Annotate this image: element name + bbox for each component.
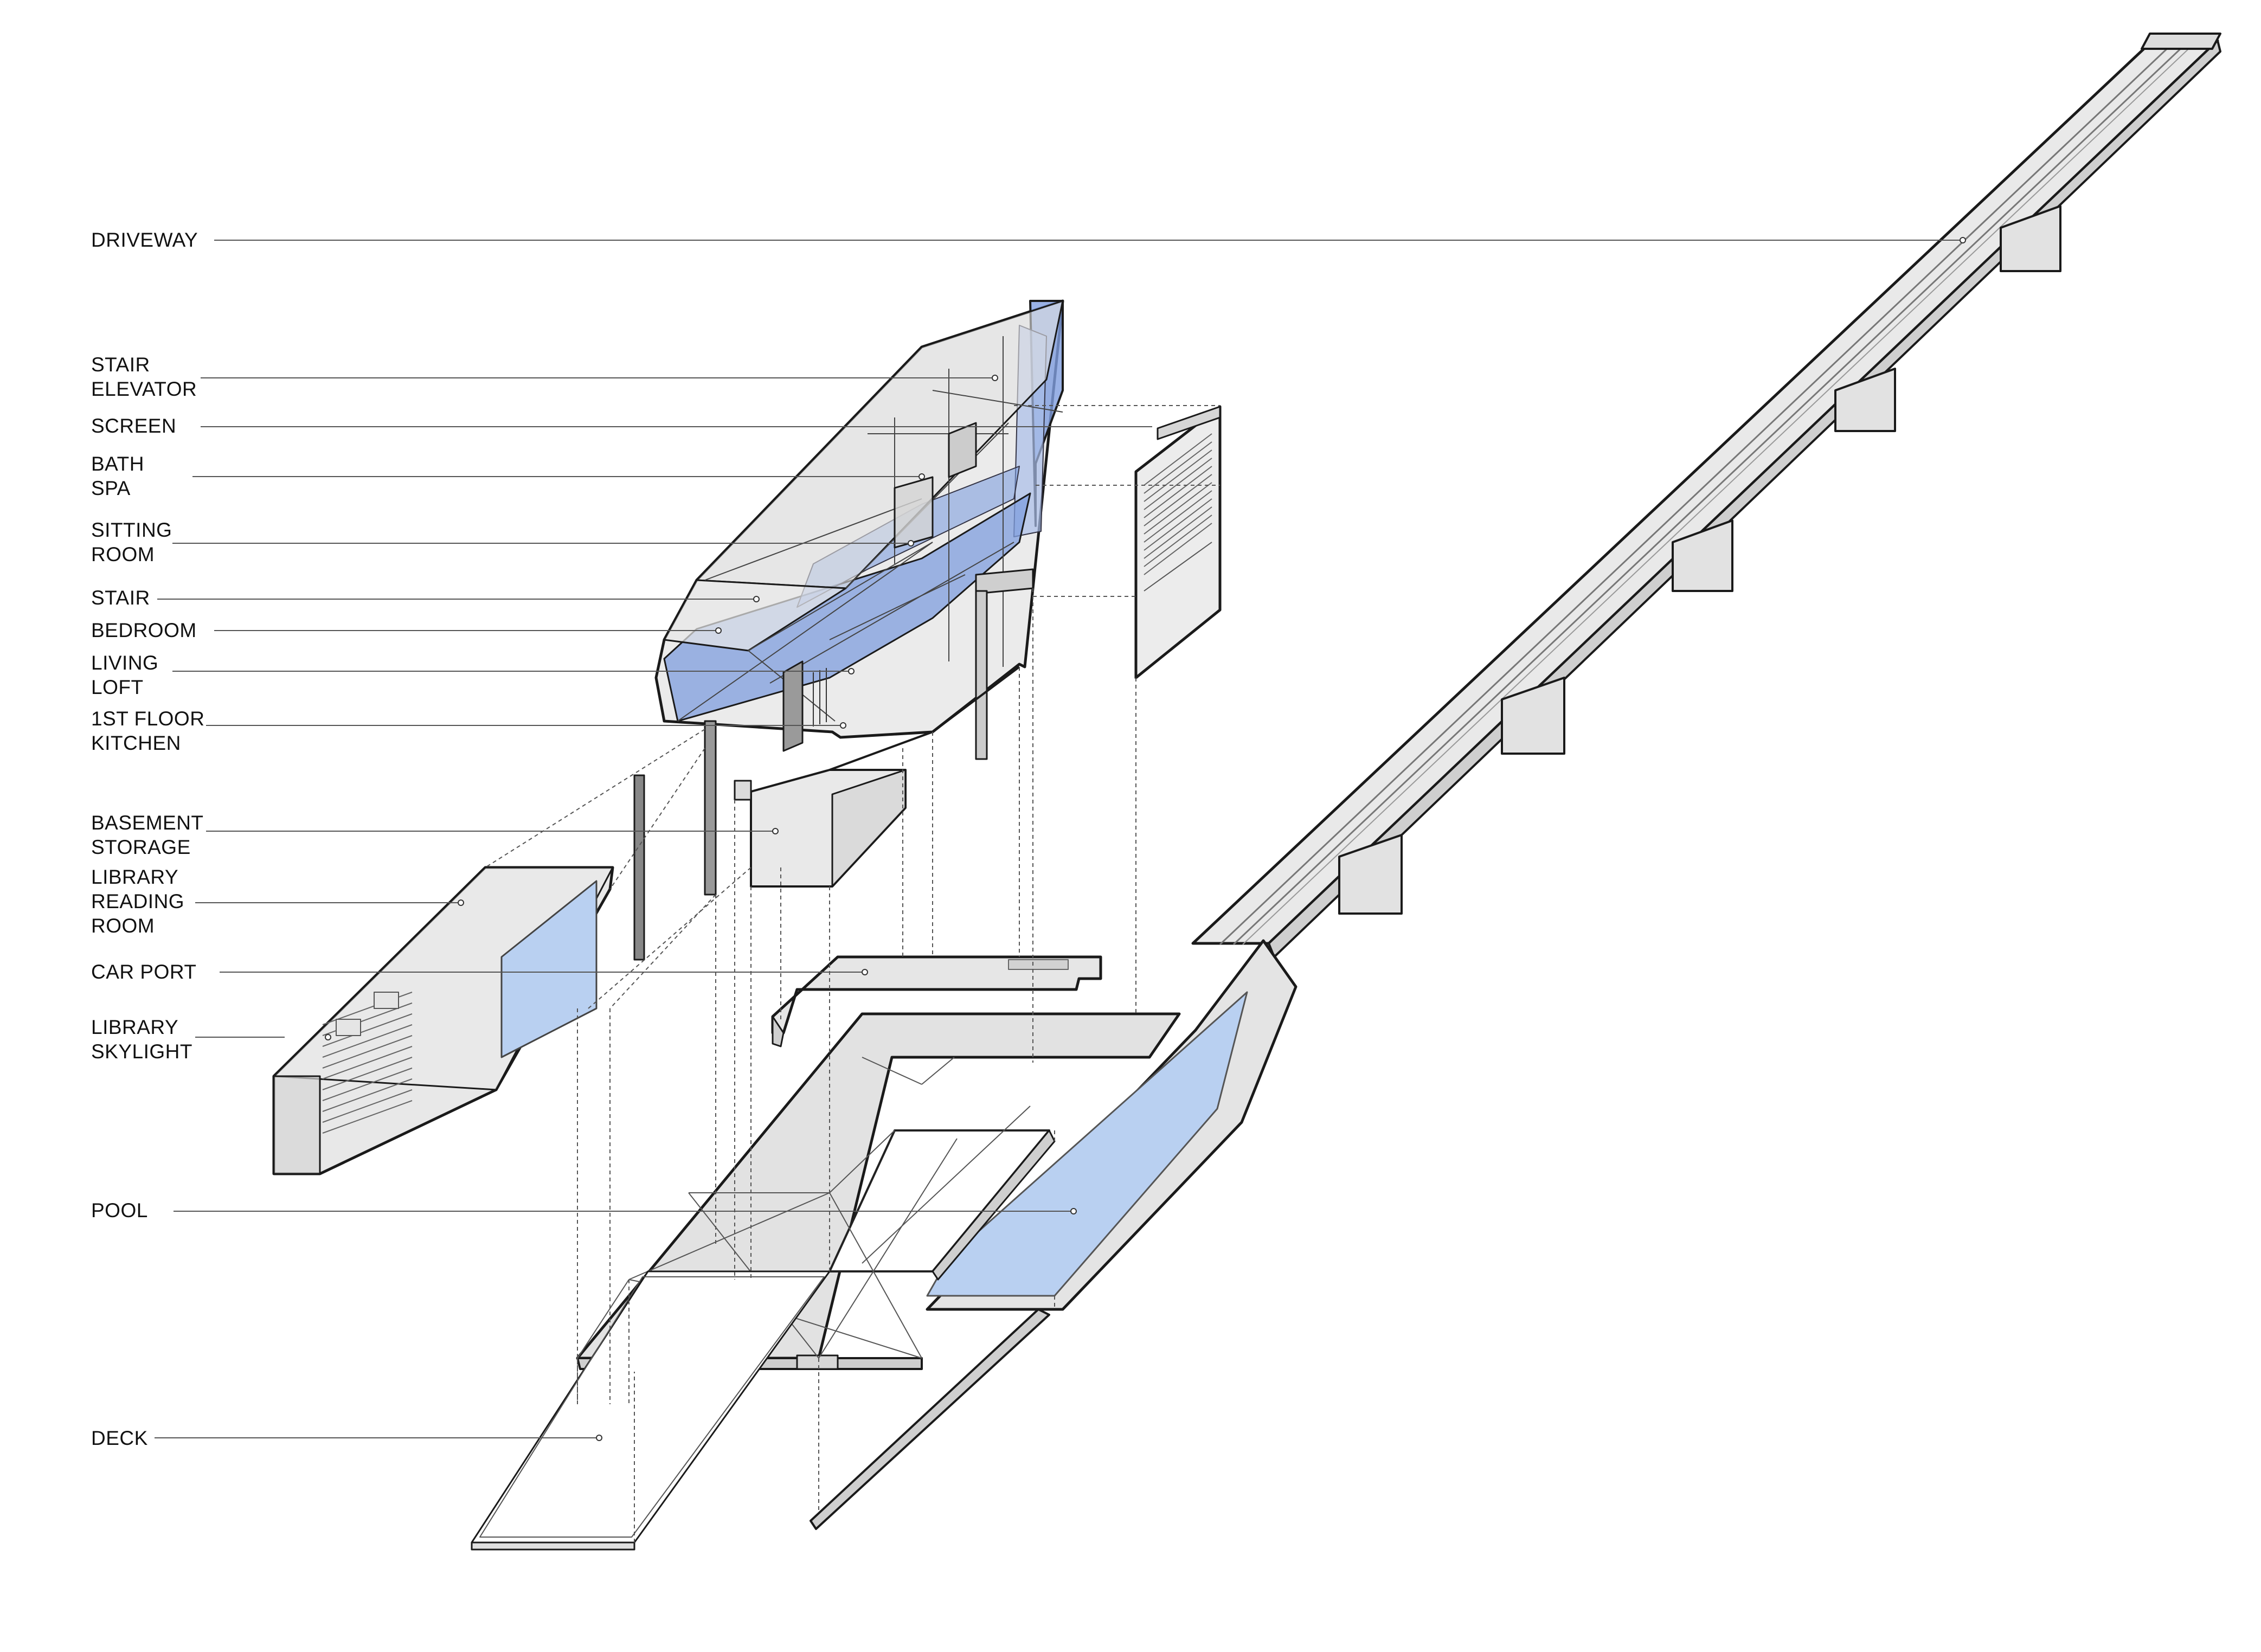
library-block — [272, 774, 645, 1175]
label-car-port: CAR PORT — [91, 961, 197, 983]
label-stair: STAIR — [91, 587, 150, 609]
label-pool: POOL — [91, 1199, 148, 1222]
label-screen: SCREEN — [91, 415, 177, 437]
label-bedroom: BEDROOM — [91, 619, 197, 641]
house-volume — [654, 299, 1064, 896]
label-deck: DECK — [91, 1427, 148, 1449]
screen-panel — [1134, 405, 1222, 679]
label-driveway: DRIVEWAY — [91, 229, 198, 251]
driveway-structure — [471, 33, 2221, 1551]
leader-lines — [155, 240, 1963, 1438]
leader-dots — [325, 237, 1966, 1441]
projection-lines — [485, 405, 1220, 1542]
